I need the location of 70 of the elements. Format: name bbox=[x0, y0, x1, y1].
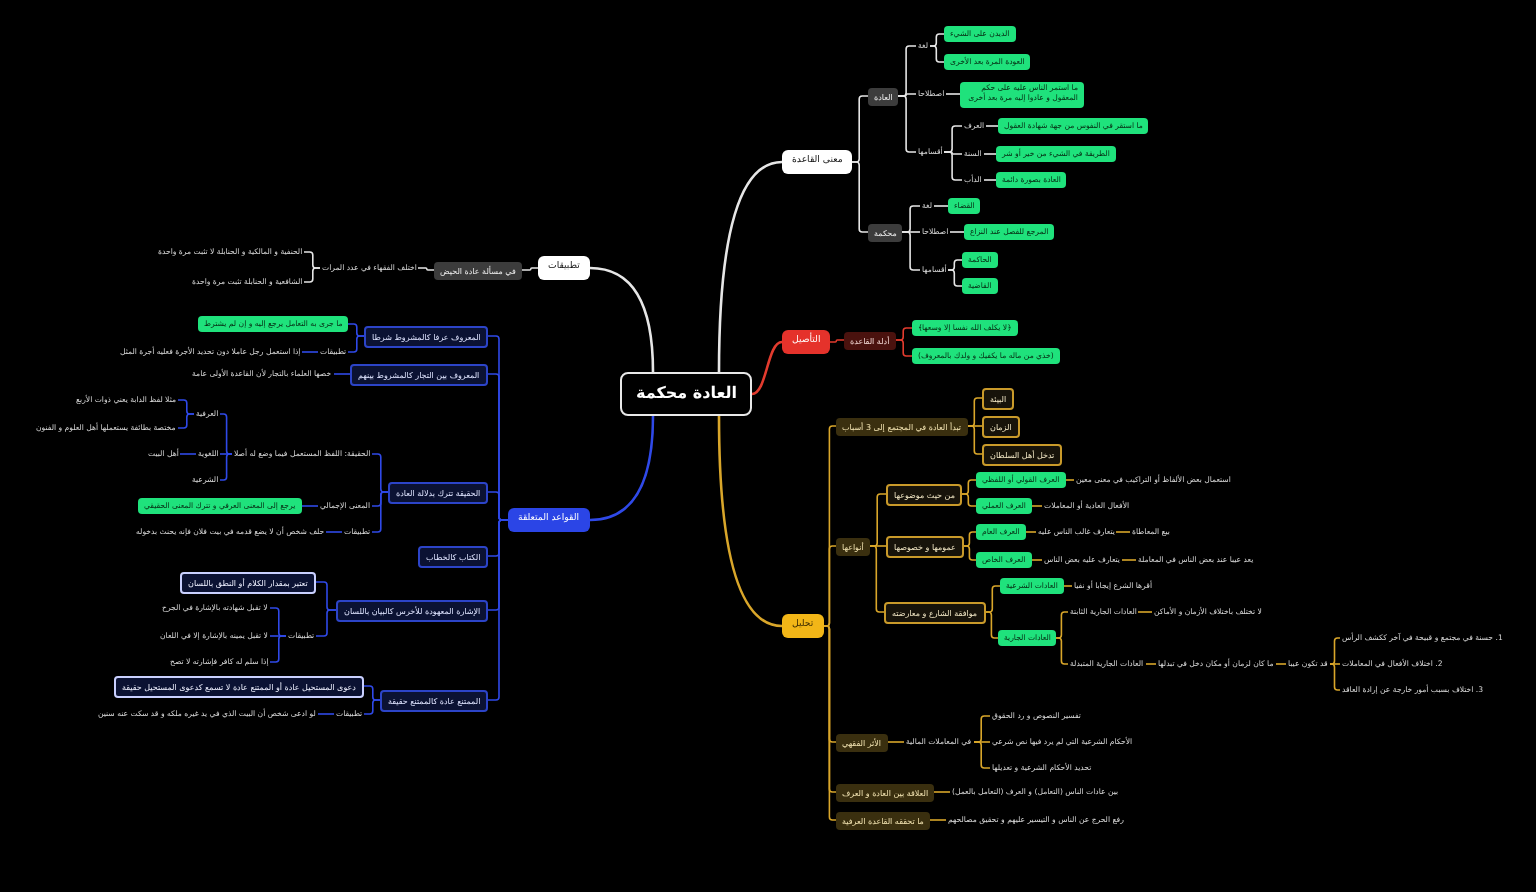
connector-line bbox=[717, 416, 783, 628]
connector-line bbox=[829, 339, 845, 343]
connector-line bbox=[961, 479, 977, 495]
central-topic: العادة محكمة bbox=[620, 372, 753, 417]
connector-line bbox=[985, 125, 999, 127]
connector-line bbox=[269, 635, 287, 663]
connector-line bbox=[945, 93, 961, 95]
connector-line bbox=[521, 267, 539, 271]
connector-line bbox=[219, 413, 233, 455]
connector-line bbox=[973, 741, 991, 769]
connector-line bbox=[219, 453, 233, 455]
connector-line bbox=[901, 231, 921, 271]
connector-line bbox=[1055, 637, 1069, 665]
connector-line bbox=[1115, 531, 1131, 533]
connector-line bbox=[1137, 611, 1153, 613]
connector-line bbox=[949, 231, 965, 233]
connector-line bbox=[363, 699, 381, 715]
connector-line bbox=[301, 505, 319, 507]
connector-line bbox=[717, 160, 783, 372]
connector-line bbox=[985, 611, 999, 639]
connector-line bbox=[371, 491, 389, 533]
connector-line bbox=[1329, 663, 1341, 691]
connector-line bbox=[963, 545, 977, 561]
connector-line bbox=[1031, 559, 1043, 561]
connector-line bbox=[929, 819, 947, 821]
connector-line bbox=[301, 351, 319, 353]
connector-line bbox=[823, 545, 837, 627]
connector-line bbox=[943, 151, 963, 181]
connector-line bbox=[869, 545, 885, 613]
connector-line bbox=[985, 585, 1001, 613]
connector-line bbox=[589, 415, 655, 522]
connector-line bbox=[347, 335, 365, 353]
connector-line bbox=[1025, 531, 1037, 533]
connector-line bbox=[983, 153, 997, 155]
connector-line bbox=[983, 179, 997, 181]
connector-line bbox=[895, 339, 913, 357]
connector-line bbox=[325, 531, 343, 533]
connector-line bbox=[333, 373, 351, 375]
connector-line bbox=[897, 95, 917, 153]
connector-line bbox=[933, 791, 951, 793]
connector-line bbox=[1145, 663, 1157, 665]
connector-line bbox=[1031, 505, 1043, 507]
connector-line bbox=[929, 45, 945, 63]
connector-line bbox=[1063, 585, 1073, 587]
connector-line bbox=[967, 425, 983, 455]
connector-line bbox=[851, 161, 869, 233]
connector-line bbox=[315, 609, 337, 637]
connector-line bbox=[929, 33, 945, 47]
connector-line bbox=[1329, 663, 1341, 665]
connector-line bbox=[1065, 479, 1075, 481]
connector-line bbox=[1329, 637, 1341, 665]
connector-line bbox=[967, 397, 983, 427]
connector-line bbox=[1121, 559, 1137, 561]
connector-line bbox=[177, 413, 195, 429]
connector-line bbox=[947, 269, 963, 287]
connector-line bbox=[933, 205, 949, 207]
connector-line bbox=[219, 453, 233, 481]
connector-line bbox=[1275, 663, 1287, 665]
connector-line bbox=[317, 713, 335, 715]
connector-line bbox=[947, 259, 963, 271]
connector-line bbox=[417, 267, 435, 271]
connector-line bbox=[303, 267, 321, 283]
connector-line bbox=[487, 519, 509, 701]
connector-line bbox=[961, 493, 977, 507]
connector-line bbox=[1055, 611, 1069, 639]
connector-line bbox=[887, 741, 905, 743]
connector-line bbox=[589, 266, 655, 373]
connector-line bbox=[179, 453, 197, 455]
connector-line bbox=[963, 531, 977, 547]
connector-line bbox=[751, 340, 783, 396]
